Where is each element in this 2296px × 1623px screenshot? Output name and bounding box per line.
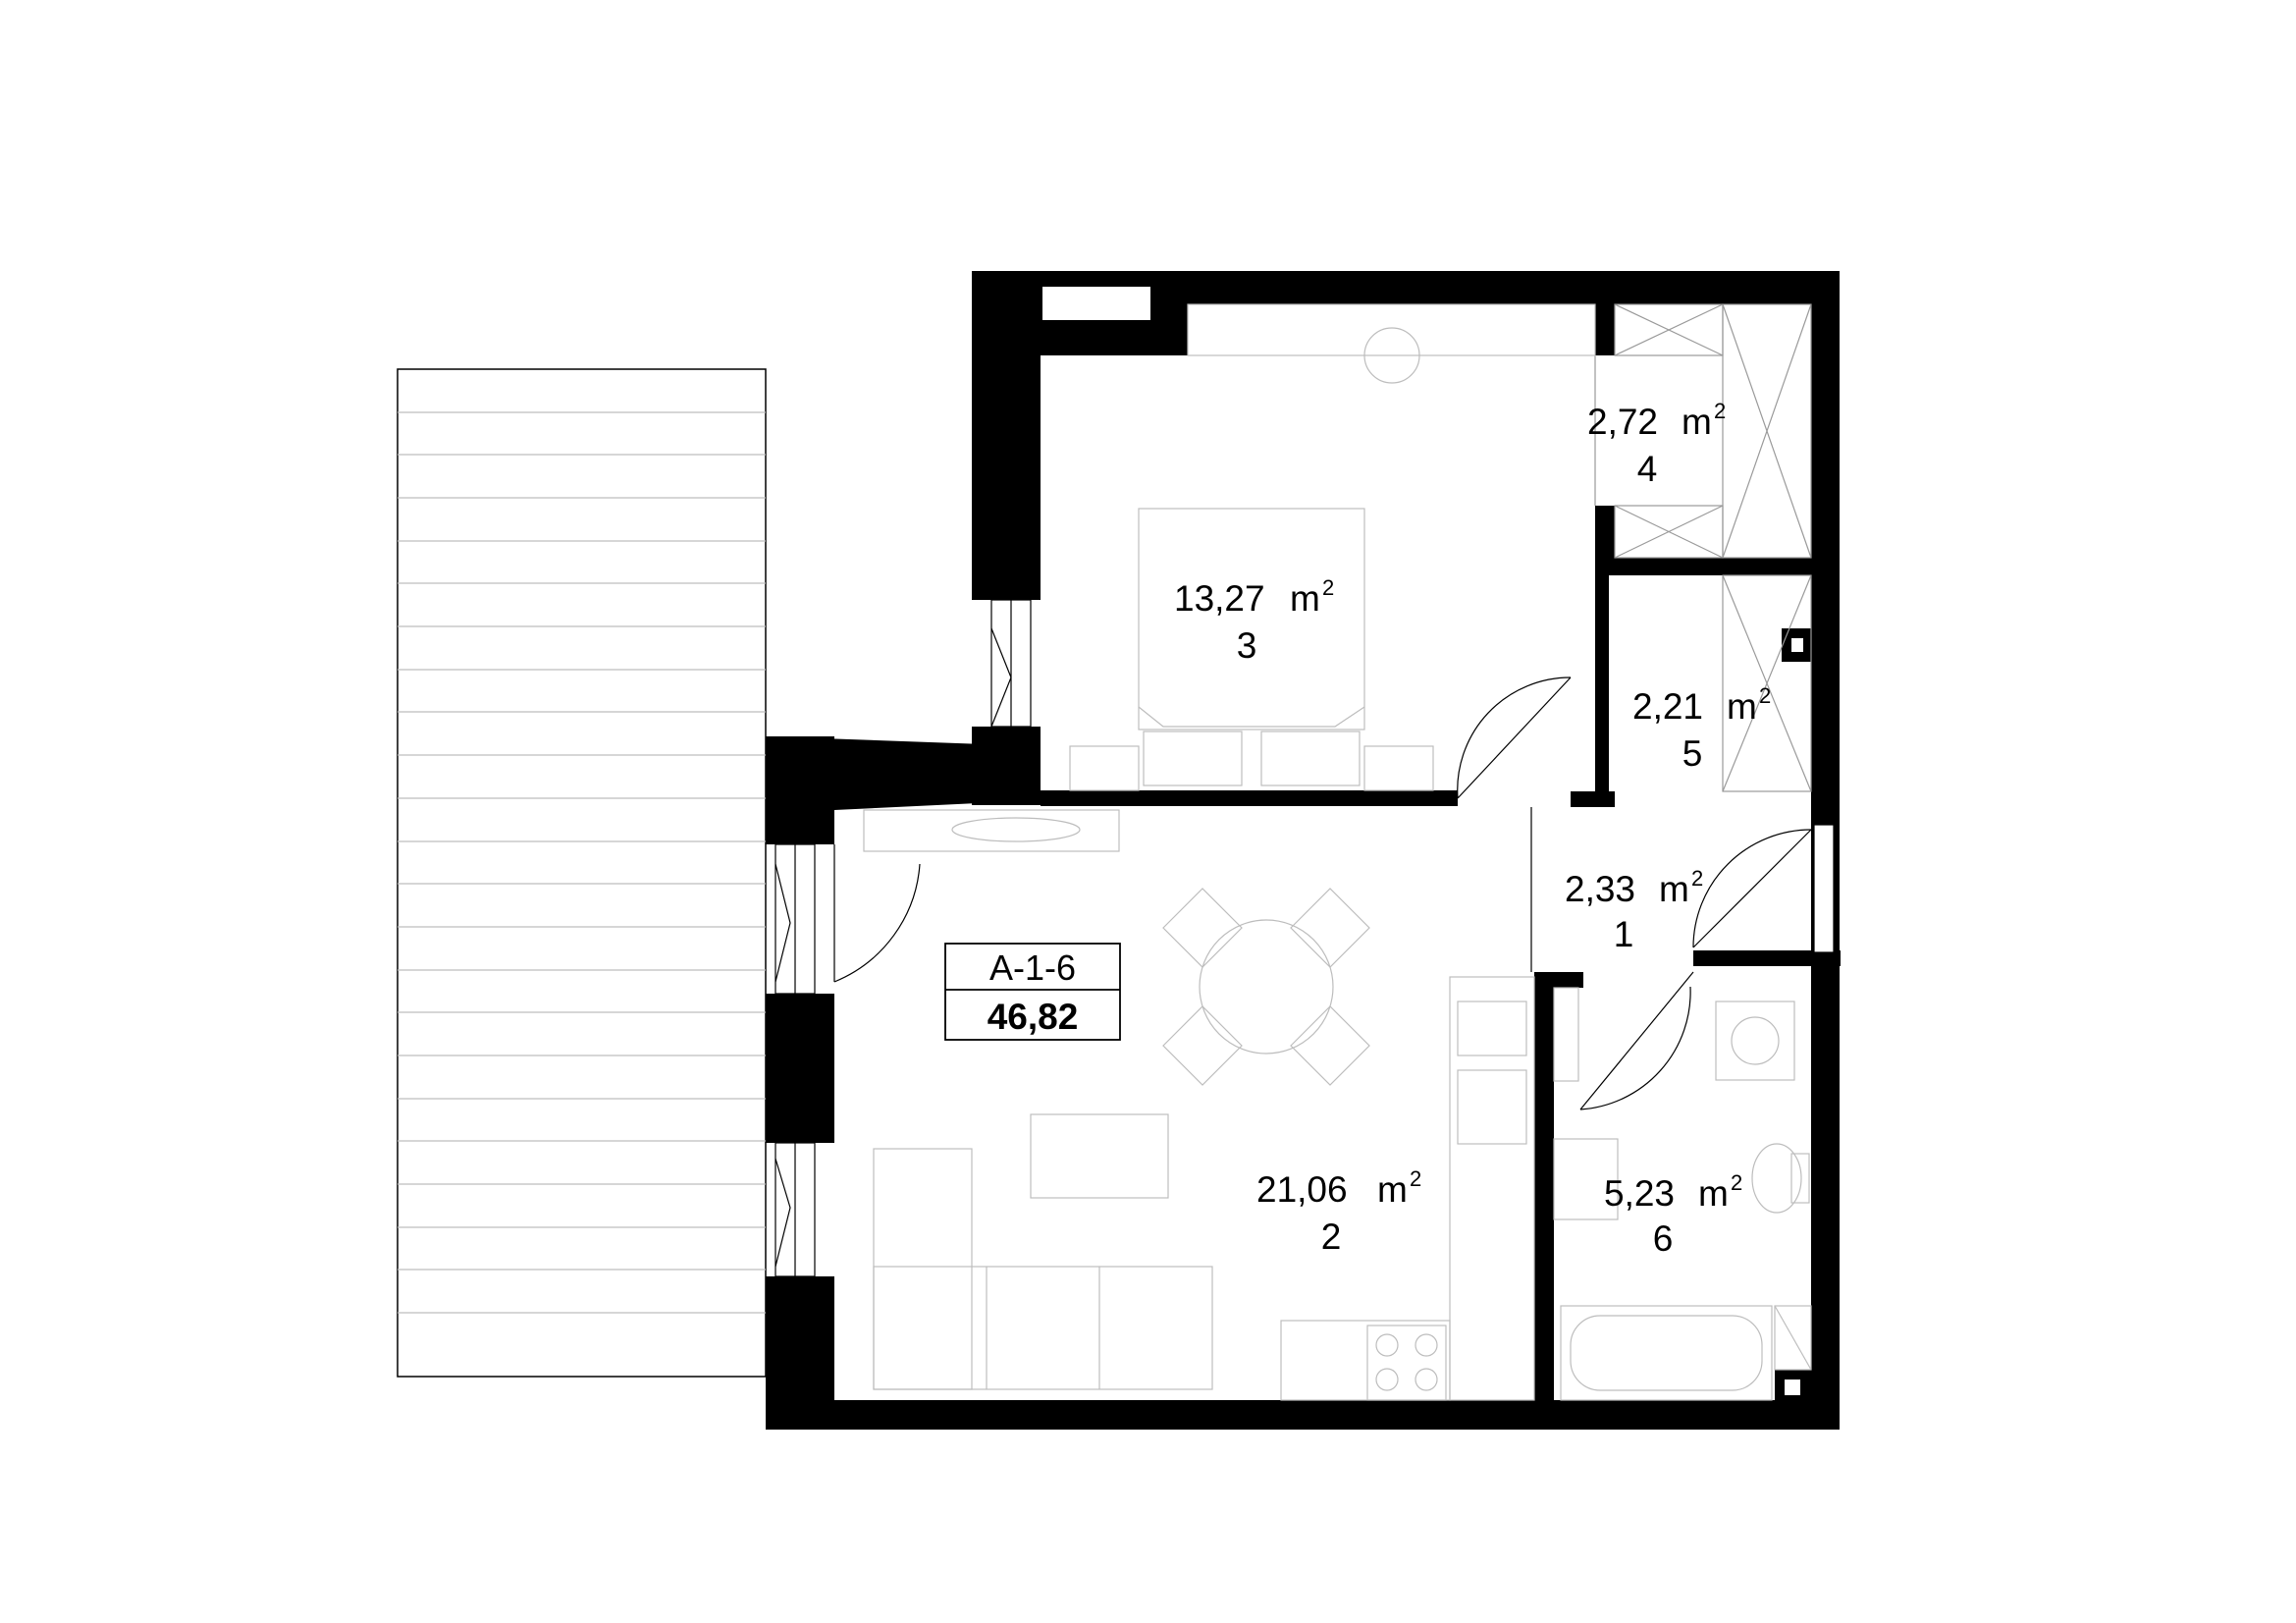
room-number-2: 2 bbox=[1321, 1217, 1342, 1257]
room-sup-4: 2 bbox=[1714, 399, 1726, 423]
terrace bbox=[397, 368, 767, 1378]
wardrobe bbox=[1594, 303, 1812, 559]
svg-text:2: 2 bbox=[1410, 1166, 1421, 1191]
room-number-5: 5 bbox=[1682, 733, 1703, 774]
room-number-6: 6 bbox=[1653, 1218, 1674, 1259]
room-area-5: 2,21 bbox=[1632, 686, 1703, 727]
svg-text:4: 4 bbox=[1637, 449, 1658, 489]
room-sup-5: 2 bbox=[1759, 683, 1771, 708]
living-furniture bbox=[863, 809, 1535, 1401]
bathroom-fixtures bbox=[1553, 987, 1812, 1401]
storage-unit bbox=[1722, 574, 1812, 792]
room-label-5: 2,21 m 2 5 bbox=[1632, 683, 1771, 774]
room-label-2: 21,06 m 2 2 bbox=[1256, 1166, 1421, 1257]
windows bbox=[774, 599, 1835, 1277]
svg-text:m: m bbox=[1727, 686, 1757, 727]
bedroom-furniture bbox=[1069, 303, 1596, 791]
room-label-1: 2,33 m 2 1 bbox=[1565, 866, 1703, 954]
room-area-1: 2,33 bbox=[1565, 869, 1635, 909]
svg-text:21,06: 21,06 bbox=[1256, 1169, 1348, 1210]
room-area-2: 21,06 bbox=[1256, 1169, 1348, 1210]
unit-label-box: A-1-6 46,82 bbox=[944, 943, 1121, 1041]
svg-text:2: 2 bbox=[1691, 866, 1703, 891]
room-number-4: 4 bbox=[1637, 449, 1658, 489]
svg-text:2,33: 2,33 bbox=[1565, 869, 1635, 909]
room-number-1: 1 bbox=[1614, 914, 1634, 954]
room-label-6: 5,23 m 2 6 bbox=[1604, 1170, 1742, 1259]
svg-text:2: 2 bbox=[1321, 1217, 1342, 1257]
room-unit-1: m bbox=[1659, 869, 1689, 909]
svg-text:3: 3 bbox=[1237, 625, 1257, 666]
room-area-4: 2,72 bbox=[1587, 402, 1658, 442]
svg-text:m: m bbox=[1659, 869, 1689, 909]
room-sup-6: 2 bbox=[1731, 1170, 1742, 1195]
walls bbox=[766, 271, 1841, 1430]
room-unit-3: m bbox=[1290, 578, 1320, 619]
svg-text:2,72: 2,72 bbox=[1587, 402, 1658, 442]
svg-text:m: m bbox=[1698, 1173, 1729, 1214]
svg-text:2: 2 bbox=[1714, 399, 1726, 423]
room-label-4: 2,72 m 2 4 bbox=[1587, 399, 1726, 489]
svg-text:6: 6 bbox=[1653, 1218, 1674, 1259]
svg-text:m: m bbox=[1377, 1169, 1408, 1210]
room-unit-4: m bbox=[1682, 402, 1712, 442]
doors bbox=[833, 676, 1826, 1110]
svg-text:2: 2 bbox=[1759, 683, 1771, 708]
svg-text:2: 2 bbox=[1322, 575, 1334, 600]
room-unit-5: m bbox=[1727, 686, 1757, 727]
svg-text:5: 5 bbox=[1682, 733, 1703, 774]
svg-text:1: 1 bbox=[1614, 914, 1634, 954]
unit-total-area: 46,82 bbox=[988, 997, 1079, 1037]
room-number-3: 3 bbox=[1237, 625, 1257, 666]
room-unit-2: m bbox=[1377, 1169, 1408, 1210]
svg-text:5,23: 5,23 bbox=[1604, 1173, 1675, 1214]
svg-text:m: m bbox=[1682, 402, 1712, 442]
room-sup-3: 2 bbox=[1322, 575, 1334, 600]
svg-text:2: 2 bbox=[1731, 1170, 1742, 1195]
room-area-3: 13,27 bbox=[1174, 578, 1265, 619]
room-unit-6: m bbox=[1698, 1173, 1729, 1214]
room-label-3: 13,27 m 2 3 bbox=[1174, 575, 1334, 666]
svg-text:m: m bbox=[1290, 578, 1320, 619]
svg-text:13,27: 13,27 bbox=[1174, 578, 1265, 619]
room-sup-1: 2 bbox=[1691, 866, 1703, 891]
room-sup-2: 2 bbox=[1410, 1166, 1421, 1191]
unit-code: A-1-6 bbox=[989, 947, 1076, 988]
svg-text:2,21: 2,21 bbox=[1632, 686, 1703, 727]
room-area-6: 5,23 bbox=[1604, 1173, 1675, 1214]
